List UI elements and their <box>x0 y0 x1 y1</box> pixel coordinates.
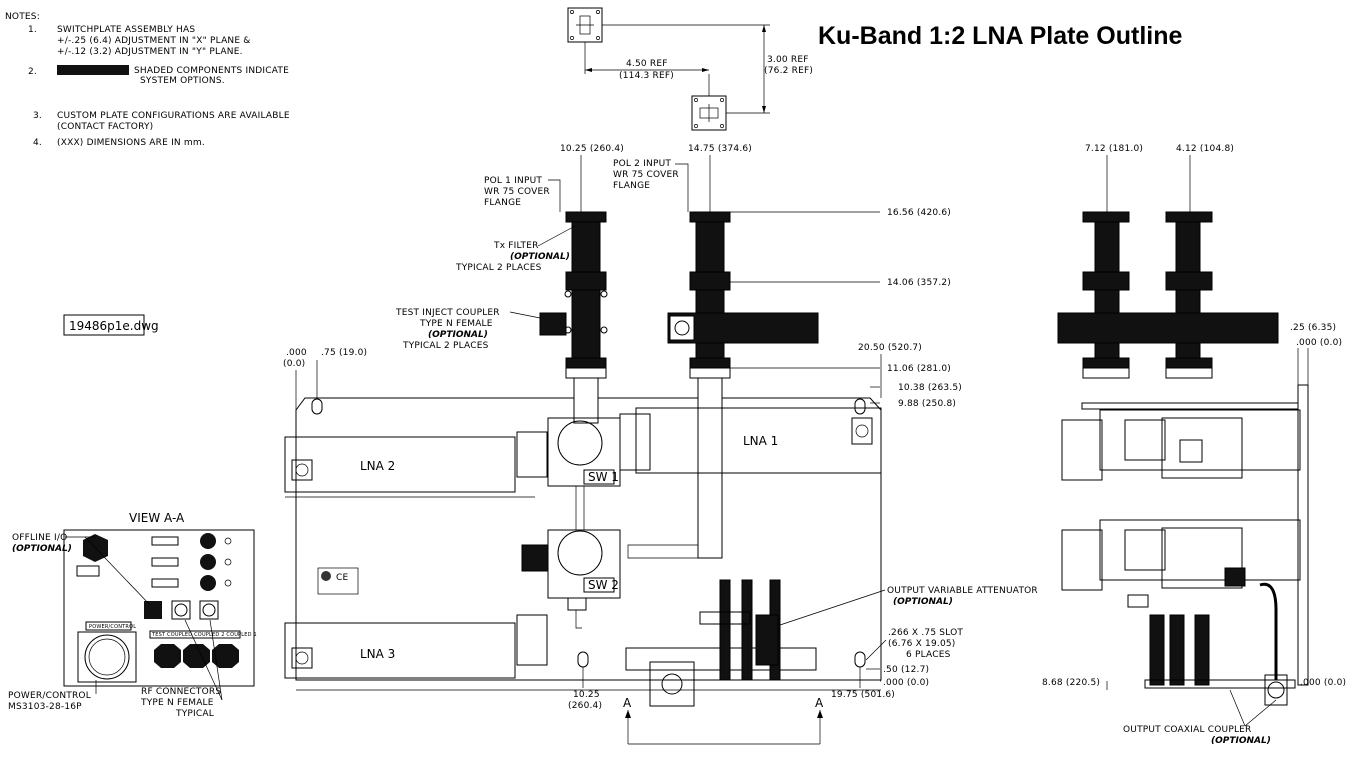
note-3-line-1: CUSTOM PLATE CONFIGURATIONS ARE AVAILABL… <box>57 111 290 121</box>
lna1-block <box>635 407 882 474</box>
base-plate <box>295 397 882 681</box>
dim-4-12: 4.12 (104.8) <box>1176 144 1234 154</box>
lna3-label: LNA 3 <box>360 647 395 661</box>
sw1-label: SW 1 <box>588 470 619 484</box>
note-2-line-2: SYSTEM OPTIONS. <box>140 76 225 86</box>
coupler-panel-label: TEST COUPLED COUPLED 2 COUPLED 1 <box>151 632 257 638</box>
view-a-a-title: VIEW A-A <box>129 511 185 525</box>
note-1-line-1: SWITCHPLATE ASSEMBLY HAS <box>57 25 195 35</box>
note-4-line-1: (XXX) DIMENSIONS ARE IN mm. <box>57 138 205 148</box>
main-plate-view: LNA 2 LNA 1 LNA 3 SW 1 SW 2 CE <box>283 144 1038 745</box>
dim-14-75-top: 14.75 (374.6) <box>688 144 752 154</box>
dim-000-side-bottom: .000 (0.0) <box>1300 678 1346 688</box>
flange-spacing-detail: 4.50 REF (114.3 REF) 3.00 REF (76.2 REF) <box>567 7 813 131</box>
coaxial-label-2: (OPTIONAL) <box>1211 736 1271 746</box>
power-label-2: MS3103-28-16P <box>8 702 82 712</box>
dim-000-side-top: .000 (0.0) <box>1296 338 1342 348</box>
dim-000-left-mm: (0.0) <box>283 359 305 369</box>
rf-label-1: RF CONNECTORS <box>141 687 221 697</box>
dim-20-50: 20.50 (520.7) <box>858 343 922 353</box>
coaxial-label-1: OUTPUT COAXIAL COUPLER <box>1123 725 1252 735</box>
dim-19-75: 19.75 (501.6) <box>831 690 895 700</box>
pol2-label-3: FLANGE <box>613 181 650 191</box>
attenuator-label-2: (OPTIONAL) <box>893 597 953 607</box>
section-a-right: A <box>815 696 824 710</box>
tx-filter-label-1: Tx FILTER <box>493 241 539 251</box>
coupler-label-2: TYPE N FEMALE <box>419 319 493 329</box>
output-attenuators <box>625 579 817 707</box>
rf-label-3: TYPICAL <box>175 709 214 719</box>
offline-io-label-2: (OPTIONAL) <box>12 544 72 554</box>
note-1-number: 1. <box>28 25 37 35</box>
ref-vertical-2: (76.2 REF) <box>764 66 813 76</box>
dim-000-left: .000 <box>286 348 307 358</box>
rf-label-2: TYPE N FEMALE <box>140 698 214 708</box>
pol2-label-1: POL 2 INPUT <box>613 159 671 169</box>
power-control-panel-label: POWER/CONTROL <box>89 624 136 630</box>
dim-7-12: 7.12 (181.0) <box>1085 144 1143 154</box>
pol1-label-3: FLANGE <box>484 198 521 208</box>
dim-10-25-bottom: 10.25 <box>573 690 600 700</box>
lna3-block <box>284 622 516 679</box>
lna2-block <box>284 436 516 493</box>
attenuator-label-1: OUTPUT VARIABLE ATTENUATOR <box>887 586 1038 596</box>
filename-box <box>63 314 145 336</box>
coupler-label-1: TEST INJECT COUPLER <box>395 308 500 318</box>
dim-10-25-bottom-mm: (260.4) <box>568 701 602 711</box>
dim-10-25-top: 10.25 (260.4) <box>560 144 624 154</box>
power-label-1: POWER/CONTROL <box>8 691 91 701</box>
slot-label-3: 6 PLACES <box>906 650 951 660</box>
ref-horizontal-2: (114.3 REF) <box>619 71 674 81</box>
side-view: 7.12 (181.0) 4.12 (104.8) . <box>1042 144 1346 746</box>
dim-9-88: 9.88 (250.8) <box>898 399 956 409</box>
offline-io-label-1: OFFLINE I/O <box>12 533 67 543</box>
slot-label-2: (6.76 X 19.05) <box>888 639 956 649</box>
dim-8-68: 8.68 (220.5) <box>1042 678 1100 688</box>
note-3-number: 3. <box>33 111 42 121</box>
filename-label: 19486p1e.dwg <box>69 319 159 333</box>
note-3-line-2: (CONTACT FACTORY) <box>57 122 153 132</box>
dim-16-56: 16.56 (420.6) <box>887 208 951 218</box>
coupler-label-3: (OPTIONAL) <box>428 330 488 340</box>
dim-075: .75 (19.0) <box>321 348 367 358</box>
id-label <box>317 567 359 595</box>
tx-filter-label-3: TYPICAL 2 PLACES <box>455 263 542 273</box>
note-1-line-2: +/-.25 (6.4) ADJUSTMENT IN "X" PLANE & <box>57 36 251 46</box>
note-1-line-3: +/-.12 (3.2) ADJUSTMENT IN "Y" PLANE. <box>57 47 243 57</box>
pol1-label-1: POL 1 INPUT <box>484 176 542 186</box>
slot-label-1: .266 X .75 SLOT <box>888 628 963 638</box>
notes-header: NOTES: <box>5 12 40 22</box>
notes-block: NOTES: 1. SWITCHPLATE ASSEMBLY HAS +/-.2… <box>5 12 290 148</box>
dim-025: .25 (6.35) <box>1290 323 1336 333</box>
coupler-label-4: TYPICAL 2 PLACES <box>402 341 489 351</box>
note-2-number: 2. <box>28 67 37 77</box>
dim-11-06: 11.06 (281.0) <box>887 364 951 374</box>
tx-filter-label-2: (OPTIONAL) <box>510 252 570 262</box>
pol2-waveguide-stack <box>627 211 819 559</box>
panel-outline <box>63 529 255 687</box>
note-4-number: 4. <box>33 138 42 148</box>
note-2-line-1: SHADED COMPONENTS INDICATE <box>134 66 289 76</box>
dim-050: .50 (12.7) <box>883 665 929 675</box>
ce-mark: CE <box>336 573 348 583</box>
pol1-label-2: WR 75 COVER <box>484 187 550 197</box>
sw2-label: SW 2 <box>588 578 619 592</box>
dim-000-bottom: .000 (0.0) <box>883 678 929 688</box>
lna1-label: LNA 1 <box>743 434 778 448</box>
ref-horizontal-1: 4.50 REF <box>626 59 668 69</box>
dim-10-38: 10.38 (263.5) <box>898 383 962 393</box>
view-a-a: VIEW A-A POWER/CONTROL TEST COUPLED COUP… <box>8 511 257 719</box>
dim-14-06: 14.06 (357.2) <box>887 278 951 288</box>
section-a-left: A <box>623 696 632 710</box>
shaded-swatch <box>57 65 129 75</box>
lna2-label: LNA 2 <box>360 459 395 473</box>
pol1-waveguide-stack <box>539 211 608 424</box>
drawing-title: Ku-Band 1:2 LNA Plate Outline <box>818 22 1182 50</box>
pol2-label-2: WR 75 COVER <box>613 170 679 180</box>
ref-vertical-1: 3.00 REF <box>767 55 809 65</box>
